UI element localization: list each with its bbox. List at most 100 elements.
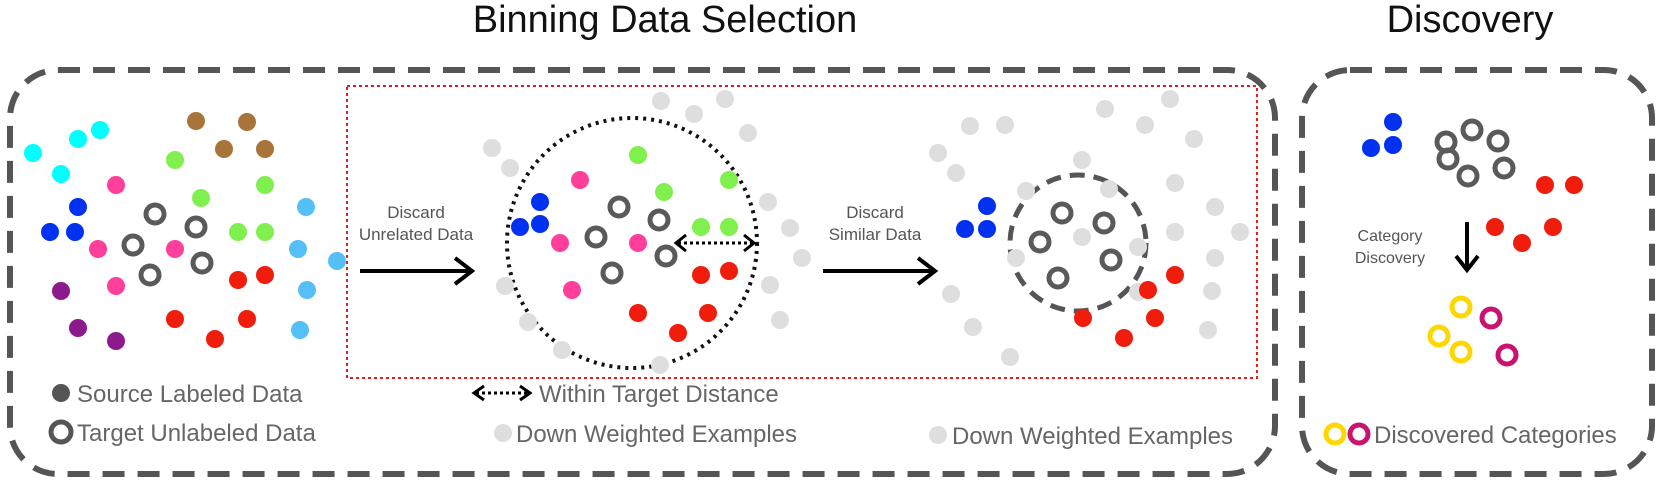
source-point — [192, 189, 210, 207]
source-point — [531, 193, 549, 211]
target-point — [1028, 230, 1052, 254]
target-point — [1486, 129, 1510, 153]
source-point — [1536, 176, 1554, 194]
source-point — [256, 140, 274, 158]
discard-similar-label-1: Discard — [846, 203, 904, 222]
down-weighted-point — [1129, 238, 1147, 256]
source-point — [107, 176, 125, 194]
down-weighted-point — [1199, 321, 1217, 339]
down-weighted-point — [1136, 116, 1154, 134]
down-weighted-point — [1007, 249, 1025, 267]
source-point — [699, 304, 717, 322]
down-weighted-point — [947, 164, 965, 182]
target-point — [1436, 147, 1460, 171]
source-point — [511, 218, 529, 236]
source-point — [289, 240, 307, 258]
target-point — [600, 261, 624, 285]
source-point — [166, 310, 184, 328]
down-weighted-point — [942, 285, 960, 303]
target-point — [647, 208, 671, 232]
down-weighted-point — [1100, 180, 1118, 198]
down-weighted-point — [1017, 182, 1035, 200]
source-point — [52, 282, 70, 300]
legend-target-ring-icon — [48, 419, 74, 445]
source-point — [956, 220, 974, 238]
down-weighted-point — [1096, 100, 1114, 118]
legend-discovered-categories: Discovered Categories — [1374, 422, 1617, 449]
down-weighted-point — [685, 105, 703, 123]
down-weighted-point — [759, 193, 777, 211]
target-point — [138, 263, 162, 287]
down-weighted-point — [1203, 282, 1221, 300]
down-weighted-point — [1073, 228, 1091, 246]
source-point — [24, 144, 42, 162]
source-point — [41, 223, 59, 241]
source-point — [1384, 113, 1402, 131]
down-weighted-point — [964, 318, 982, 336]
down-weighted-point — [519, 313, 537, 331]
down-weighted-point — [929, 144, 947, 162]
down-weighted-point — [1166, 174, 1184, 192]
source-point — [69, 198, 87, 216]
source-point — [1166, 266, 1184, 284]
discovered-yellow-point — [1449, 340, 1473, 364]
source-point — [298, 281, 316, 299]
target-point — [1492, 156, 1516, 180]
down-weighted-point — [1001, 348, 1019, 366]
category-discovery-arrow — [1454, 222, 1480, 274]
source-point — [629, 304, 647, 322]
discard-unrelated-arrow — [360, 256, 476, 286]
category-discovery-label-1: Category — [1358, 228, 1423, 245]
category-discovery-label-2: Discovery — [1355, 250, 1425, 267]
binning-panel — [7, 67, 1278, 477]
source-point — [531, 215, 549, 233]
target-point — [584, 225, 608, 249]
source-point — [215, 140, 233, 158]
source-point — [978, 197, 996, 215]
binning-title: Binning Data Selection — [473, 0, 857, 41]
source-point — [692, 218, 710, 236]
discard-similar-arrow — [823, 256, 939, 286]
source-point — [655, 183, 673, 201]
down-weighted-point — [1231, 223, 1249, 241]
down-weighted-point — [652, 92, 670, 110]
legend-down-weighted-2: Down Weighted Examples — [952, 423, 1233, 450]
target-point — [1092, 211, 1116, 235]
discovered-yellow-point — [1449, 295, 1473, 319]
source-point — [1074, 309, 1092, 327]
target-point — [1046, 266, 1070, 290]
source-point — [256, 176, 274, 194]
source-point — [238, 113, 256, 131]
source-point — [1544, 218, 1562, 236]
down-weighted-point — [793, 249, 811, 267]
source-point — [256, 223, 274, 241]
down-weighted-point — [761, 276, 779, 294]
down-weighted-point — [1166, 223, 1184, 241]
legend-target-unlabeled: Target Unlabeled Data — [77, 420, 316, 447]
source-point — [91, 121, 109, 139]
down-weighted-point — [501, 159, 519, 177]
source-point — [238, 310, 256, 328]
target-point — [1050, 201, 1074, 225]
legend-source-dot-icon — [52, 384, 70, 402]
source-point — [563, 281, 581, 299]
source-point — [1384, 136, 1402, 154]
source-point — [52, 165, 70, 183]
target-point — [1456, 164, 1480, 188]
target-point — [190, 251, 214, 275]
discovered-magenta-point — [1495, 343, 1519, 367]
selection-box — [346, 85, 1258, 379]
source-point — [107, 277, 125, 295]
data-points — [24, 90, 1583, 374]
source-point — [229, 271, 247, 289]
source-point — [229, 223, 247, 241]
source-point — [89, 240, 107, 258]
legend-double-arrow-icon — [471, 384, 533, 402]
discard-similar-label-2: Similar Data — [829, 225, 922, 244]
source-point — [291, 321, 309, 339]
source-point — [187, 112, 205, 130]
target-point — [607, 195, 631, 219]
down-weighted-point — [716, 90, 734, 108]
source-point — [978, 220, 996, 238]
down-weighted-point — [651, 356, 669, 374]
